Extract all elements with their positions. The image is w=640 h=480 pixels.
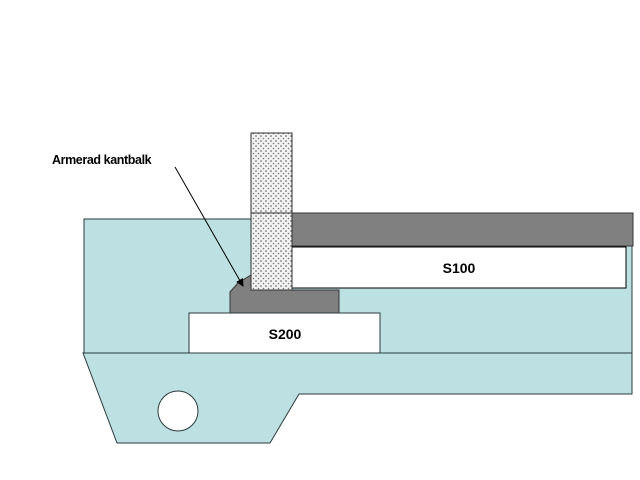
annotation-leader-arrow <box>174 166 244 287</box>
lower-ground-block <box>82 352 633 444</box>
slab-s200 <box>188 312 381 354</box>
top-dark-slab <box>291 212 634 247</box>
slab-s200-label: S200 <box>269 326 302 342</box>
insulation-post-lower <box>250 212 293 291</box>
annotation-label: Armerad kantbalk <box>52 153 152 167</box>
slab-s100 <box>291 246 627 289</box>
pipe-hole <box>157 390 199 432</box>
slab-s100-label: S100 <box>443 260 476 276</box>
insulation-post-upper <box>250 132 293 214</box>
